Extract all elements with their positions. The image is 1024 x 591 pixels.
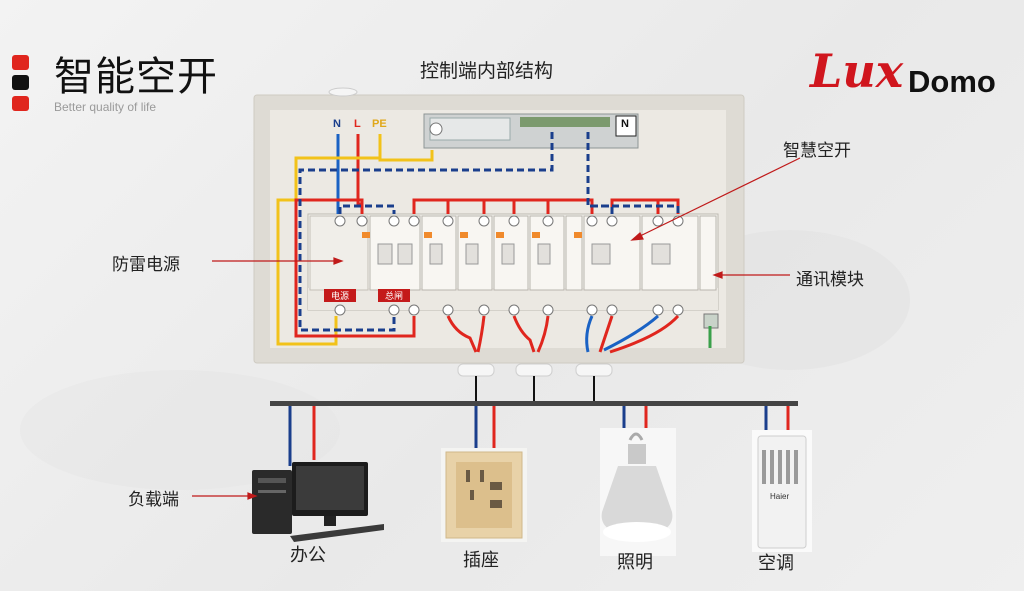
callout-comm-module: 通讯模块 bbox=[796, 270, 864, 290]
panel-top-knob bbox=[328, 87, 358, 97]
air-conditioner-icon bbox=[752, 430, 812, 552]
output-wires bbox=[446, 314, 712, 354]
breaker-tag-power: 电源 bbox=[324, 289, 356, 302]
load-bus-bar bbox=[270, 401, 798, 406]
device-label-socket: 插座 bbox=[463, 550, 499, 571]
luxdomo-logo: Lux Domo bbox=[808, 40, 1020, 110]
callout-smart-breaker: 智慧空开 bbox=[783, 141, 851, 161]
wire-label-pe: PE bbox=[372, 118, 387, 130]
light-bulb-icon bbox=[600, 428, 676, 556]
diagram-heading: 控制端内部结构 bbox=[420, 60, 554, 82]
earth-input-wire bbox=[378, 134, 434, 162]
wire-label-l: L bbox=[354, 118, 361, 130]
device-label-lighting: 照明 bbox=[617, 552, 653, 573]
breaker-rail bbox=[307, 213, 719, 329]
neutral-signal-wires bbox=[298, 132, 680, 332]
computer-icon bbox=[252, 462, 384, 542]
wire-label-n: N bbox=[333, 118, 341, 130]
title-bullet-red-bottom bbox=[12, 96, 29, 111]
logo-domo-text: Domo bbox=[908, 64, 996, 99]
callout-load-side: 负载端 bbox=[128, 490, 179, 510]
cable-glands bbox=[457, 363, 613, 377]
page-title: 智能空开 bbox=[54, 54, 218, 100]
wall-socket-icon bbox=[441, 448, 527, 542]
device-label-office: 办公 bbox=[290, 545, 326, 566]
terminal-n-label: N bbox=[621, 118, 629, 130]
load-drop-wires bbox=[288, 406, 790, 466]
title-bullet-red-top bbox=[12, 55, 29, 70]
aircon-brand: Haier bbox=[770, 492, 790, 501]
title-bullet-black bbox=[12, 75, 29, 90]
breaker-tag-main: 总闸 bbox=[378, 289, 410, 302]
logo-lux-text: Lux bbox=[810, 44, 904, 98]
top-terminal-block bbox=[423, 113, 639, 149]
device-label-aircon: 空调 bbox=[758, 553, 794, 574]
callout-arrows bbox=[192, 157, 801, 500]
earth-loop-wire bbox=[276, 156, 380, 346]
page-subtitle: Better quality of life bbox=[54, 100, 157, 114]
callout-surge-power: 防雷电源 bbox=[112, 255, 180, 275]
